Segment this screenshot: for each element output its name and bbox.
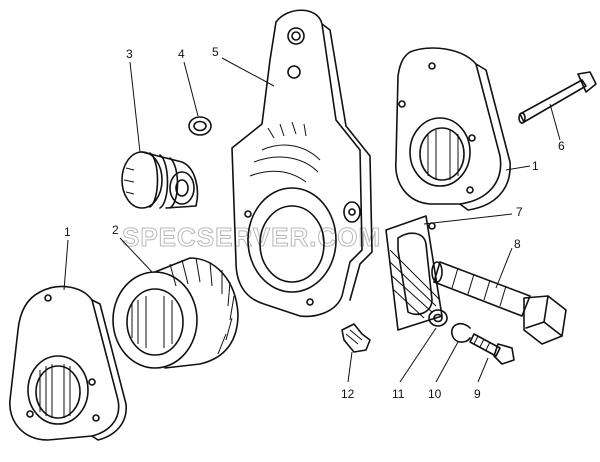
part-8-worm-shaft	[431, 261, 567, 345]
label-1-right: 1	[532, 159, 539, 173]
part-12-grease-fitting	[341, 323, 371, 353]
part-11-washer	[428, 309, 448, 327]
part-10-snap-ring	[451, 322, 471, 343]
label-9: 9	[474, 387, 481, 401]
callout-labels: 1 2 3 4 5 1 6 7 8 12 11 10 9	[64, 45, 565, 401]
label-10: 10	[428, 387, 442, 401]
part-7-gasket	[385, 215, 443, 331]
watermark-text: SPECSERVER.COM	[122, 222, 381, 252]
part-6-pin	[518, 71, 597, 124]
label-2: 2	[112, 223, 119, 237]
label-5: 5	[212, 45, 219, 59]
label-8: 8	[514, 237, 521, 251]
part-3-worm	[121, 151, 199, 209]
label-1-left: 1	[64, 225, 71, 239]
part-5-adjuster-body	[231, 9, 373, 318]
label-6: 6	[558, 139, 565, 153]
part-2-worm-gear	[112, 257, 239, 369]
label-7: 7	[516, 205, 523, 219]
label-4: 4	[178, 47, 185, 61]
label-3: 3	[126, 47, 133, 61]
part-1-right-cover-plate	[395, 47, 511, 211]
part-9-bolt	[469, 333, 515, 365]
part-4-washer	[188, 116, 212, 136]
leader-lines	[63, 57, 561, 383]
label-11: 11	[392, 387, 405, 401]
label-12: 12	[341, 387, 355, 401]
part-1-left-cover-plate	[9, 285, 127, 441]
